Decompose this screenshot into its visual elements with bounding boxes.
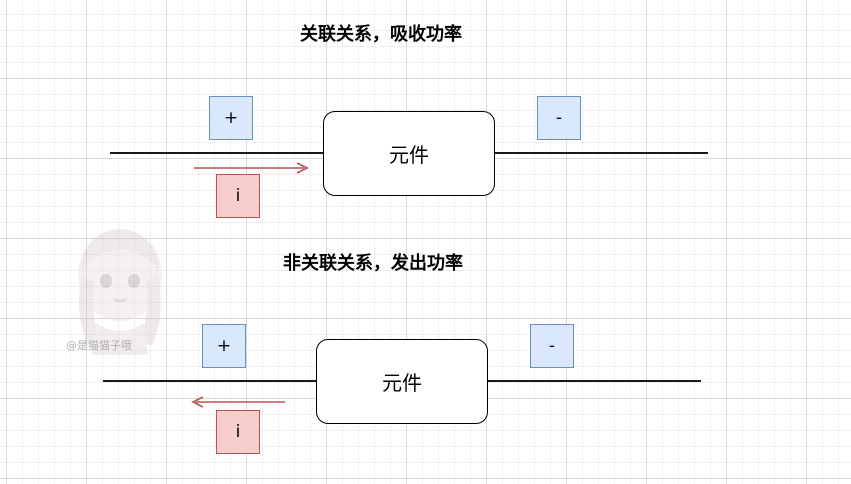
diagram-2-title: 非关联关系，发出功率 (283, 253, 463, 274)
diagram-1-right-wire (494, 152, 708, 154)
diagram-1-current-label[interactable]: i (216, 174, 260, 218)
diagram-2-current-arrow-icon (191, 396, 285, 408)
diagram-2-left-wire (103, 380, 317, 382)
watermark-avatar-icon (78, 229, 162, 355)
diagram-1-plus-terminal[interactable]: + (209, 96, 253, 140)
diagram-1-left-wire (110, 152, 324, 154)
diagram-2-minus-terminal[interactable]: - (530, 324, 574, 368)
diagram-2-right-wire (487, 380, 701, 382)
diagram-1-component[interactable]: 元件 (323, 111, 495, 196)
diagram-1-title: 关联关系，吸收功率 (300, 24, 462, 45)
diagram-1-current-arrow-icon (194, 162, 309, 174)
diagram-2-plus-terminal[interactable]: + (202, 324, 246, 368)
diagram-2-current-label[interactable]: i (216, 410, 260, 454)
watermark-text: @是猫猫子哦 (66, 339, 132, 352)
diagram-2-component[interactable]: 元件 (316, 339, 488, 424)
diagram-1-minus-terminal[interactable]: - (537, 96, 581, 140)
